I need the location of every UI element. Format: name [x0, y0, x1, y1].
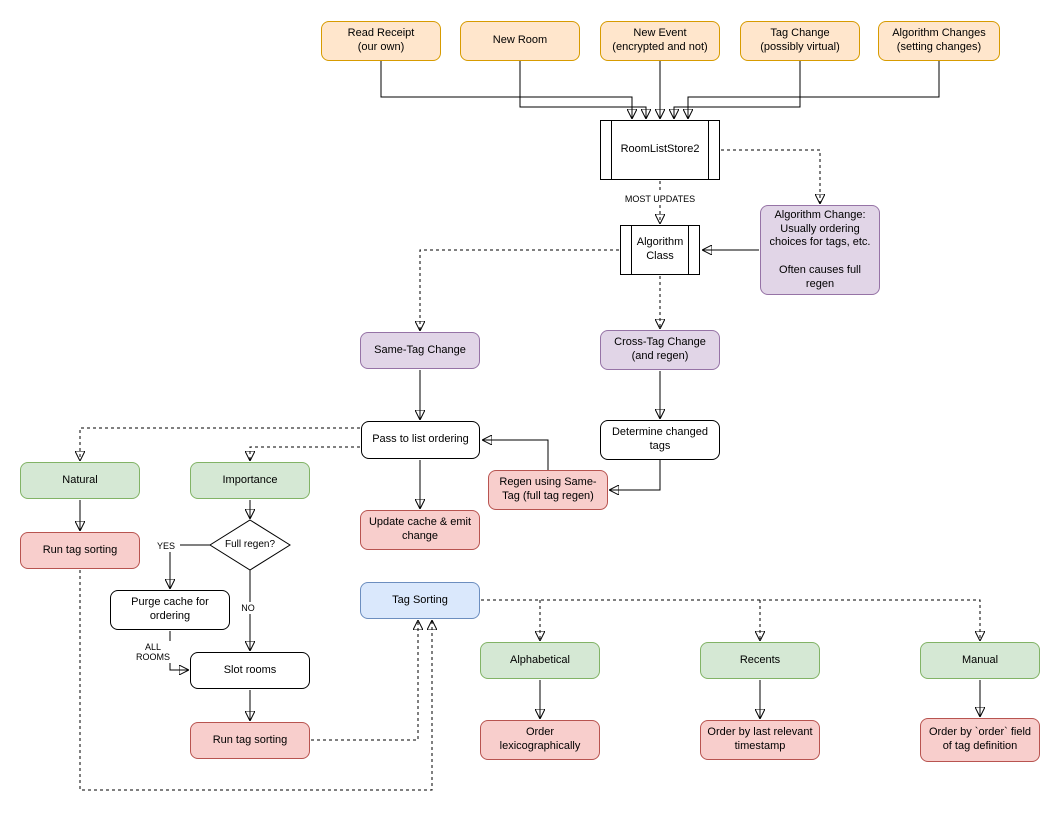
node-regen-using-same-tag: Regen using Same- Tag (full tag regen): [488, 470, 608, 510]
node-slot-rooms: Slot rooms: [190, 652, 310, 689]
edge-tag-change-to-roomliststore2: [674, 61, 801, 118]
node-label: Cross-Tag Change (and regen): [614, 336, 706, 362]
node-label: Order by last relevant timestamp: [707, 726, 813, 752]
node-label: Manual: [961, 653, 999, 666]
node-label: Algorithm Changes (setting changes): [892, 27, 986, 53]
node-tag-change: Tag Change (possibly virtual): [740, 21, 860, 61]
node-label: Order lexicographically: [499, 726, 581, 752]
node-label: Recents: [739, 653, 781, 666]
node-order-by-field: Order by `order` field of tag definition: [920, 718, 1040, 762]
node-full-regen-decision: Full regen?: [210, 520, 290, 570]
edge-label-yes: YES: [152, 540, 180, 552]
node-cross-tag-change: Cross-Tag Change (and regen): [600, 330, 720, 370]
edge-roomliststore2-to-algorithm-change-note: [721, 149, 820, 203]
node-determine-changed-tags: Determine changed tags: [600, 420, 720, 460]
edge-pass-to-importance: [250, 446, 360, 460]
edge-determine-to-regen: [610, 460, 661, 490]
node-algorithm-changes: Algorithm Changes (setting changes): [878, 21, 1000, 61]
edge-label-all-rooms: ALL ROOMS: [134, 641, 172, 663]
process-bar-right: [688, 226, 689, 274]
node-importance: Importance: [190, 462, 310, 499]
node-natural: Natural: [20, 462, 140, 499]
node-label: Update cache & emit change: [368, 516, 472, 542]
node-tag-sorting: Tag Sorting: [360, 582, 480, 619]
node-pass-to-list-ordering: Pass to list ordering: [361, 421, 480, 459]
node-label: Slot rooms: [223, 663, 277, 676]
full-regen-diamond: [209, 519, 291, 571]
node-label: Same-Tag Change: [374, 343, 466, 356]
node-label: RoomListStore2: [620, 143, 700, 156]
node-label: Natural: [62, 473, 98, 486]
edge-label-no: NO: [236, 602, 260, 614]
node-manual: Manual: [920, 642, 1040, 679]
node-label: Pass to list ordering: [372, 433, 469, 446]
node-label: New Room: [492, 34, 548, 47]
node-roomliststore2: RoomListStore2: [600, 120, 720, 180]
node-label: Algorithm Class: [636, 236, 684, 262]
node-label: Regen using Same- Tag (full tag regen): [499, 476, 597, 502]
node-recents: Recents: [700, 642, 820, 679]
edge-tag-sorting-to-manual: [481, 599, 980, 640]
edge-pass-to-natural: [80, 427, 360, 460]
node-algorithm-class: Algorithm Class: [620, 225, 700, 275]
node-label: Read Receipt (our own): [347, 27, 415, 53]
node-run-tag-sorting-bottom: Run tag sorting: [190, 722, 310, 759]
node-label: Full regen?: [224, 538, 276, 550]
node-new-room: New Room: [460, 21, 580, 61]
process-bar-left: [611, 121, 612, 179]
edge-run-tag-sorting-left-to-tag-sorting: [79, 570, 432, 791]
node-read-receipt: Read Receipt (our own): [321, 21, 441, 61]
edge-regen-to-pass-to-list-ordering: [483, 440, 549, 470]
edge-run-tag-sorting-to-tag-sorting: [311, 621, 418, 741]
node-new-event: New Event (encrypted and not): [600, 21, 720, 61]
node-label: Algorithm Change: Usually ordering choic…: [769, 208, 871, 290]
node-label: Alphabetical: [510, 653, 570, 666]
node-order-by-timestamp: Order by last relevant timestamp: [700, 720, 820, 760]
node-label: Tag Sorting: [392, 593, 448, 606]
process-bar-left: [631, 226, 632, 274]
edge-new-room-to-roomliststore2: [519, 61, 646, 118]
node-label: Purge cache for ordering: [131, 596, 209, 622]
node-label: Importance: [222, 473, 278, 486]
node-label: New Event (encrypted and not): [612, 27, 708, 53]
node-label: Order by `order` field of tag definition: [928, 726, 1032, 752]
edge-read-receipt-to-roomliststore2: [380, 61, 632, 118]
node-run-tag-sorting-left: Run tag sorting: [20, 532, 140, 569]
node-label: Run tag sorting: [42, 543, 118, 556]
node-purge-cache: Purge cache for ordering: [110, 590, 230, 630]
node-update-cache-emit-change: Update cache & emit change: [360, 510, 480, 550]
edge-algorithm-class-to-same-tag-change: [420, 249, 619, 330]
edge-label-most-updates: MOST UPDATES: [618, 193, 702, 205]
node-label: Tag Change (possibly virtual): [760, 27, 840, 53]
node-order-lexicographically: Order lexicographically: [480, 720, 600, 760]
edge-purge-cache-to-slot-rooms: [169, 631, 188, 670]
process-bar-right: [708, 121, 709, 179]
node-label: Run tag sorting: [212, 733, 288, 746]
node-label: Determine changed tags: [611, 426, 708, 452]
node-same-tag-change: Same-Tag Change: [360, 332, 480, 369]
node-algorithm-change-note: Algorithm Change: Usually ordering choic…: [760, 205, 880, 295]
edge-algorithm-changes-to-roomliststore2: [688, 61, 940, 118]
node-alphabetical: Alphabetical: [480, 642, 600, 679]
